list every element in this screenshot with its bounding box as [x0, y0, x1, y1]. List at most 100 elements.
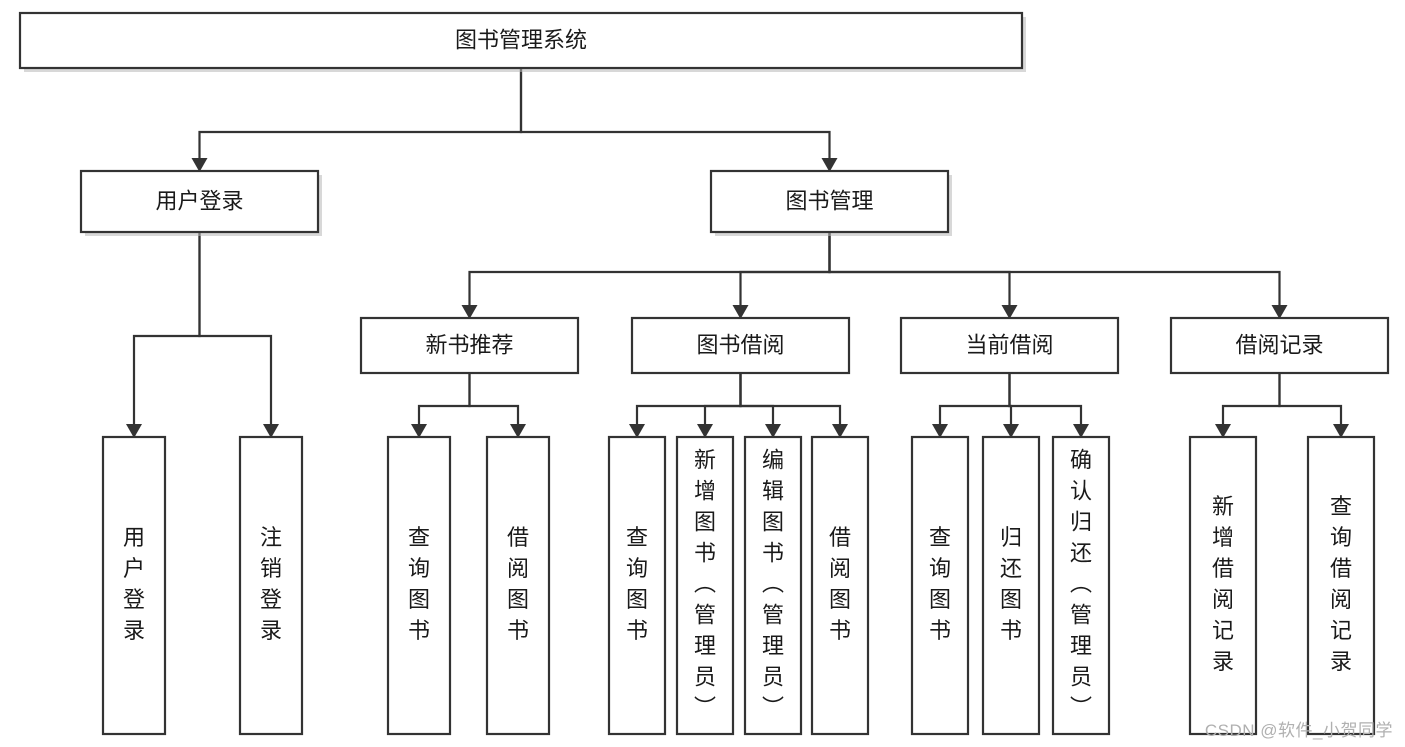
arrowhead-icon — [1073, 424, 1089, 438]
node-book-manage[interactable]: 图书管理 — [709, 169, 952, 236]
node-leaf-borrow-book-recommend[interactable]: 借阅图书 — [485, 435, 551, 736]
node-leaf-user-login[interactable]: 用户登录 — [101, 435, 167, 736]
connector-line — [739, 371, 842, 428]
node-root[interactable]: 图书管理系统 — [18, 11, 1026, 72]
node-leaf-borrow-book[interactable]: 借阅图书 — [810, 435, 870, 736]
connector-leaf-confirm-return-admin — [1008, 371, 1089, 438]
node-label: 注销登录 — [260, 525, 282, 643]
arrowhead-icon — [1333, 424, 1349, 438]
node-box[interactable] — [101, 435, 167, 736]
node-box[interactable] — [910, 435, 970, 736]
node-label: 借阅图书 — [507, 525, 529, 643]
node-box[interactable] — [359, 316, 580, 375]
node-box[interactable] — [743, 435, 803, 736]
node-label: 新增借阅记录 — [1212, 494, 1234, 674]
connector-leaf-query-borrow-record — [1278, 371, 1349, 438]
arrowhead-icon — [832, 424, 848, 438]
node-leaf-logout[interactable]: 注销登录 — [238, 435, 304, 736]
node-borrow-record[interactable]: 借阅记录 — [1169, 316, 1390, 375]
arrowhead-icon — [263, 424, 279, 438]
node-box[interactable] — [709, 169, 950, 234]
node-label: 图书管理系统 — [455, 27, 587, 52]
connector-line — [519, 66, 831, 162]
arrowhead-icon — [732, 305, 749, 319]
node-box[interactable] — [981, 435, 1041, 736]
node-current-borrow[interactable]: 当前借阅 — [899, 316, 1120, 375]
node-label: 归还图书 — [1000, 525, 1022, 643]
node-user-login[interactable]: 用户登录 — [79, 169, 322, 236]
node-book-borrow[interactable]: 图书借阅 — [630, 316, 851, 375]
connector-line — [198, 230, 273, 428]
node-leaf-query-borrow-record[interactable]: 查询借阅记录 — [1306, 435, 1376, 736]
node-label: 查询图书 — [626, 525, 648, 643]
arrowhead-icon — [1003, 424, 1019, 438]
node-box[interactable] — [1188, 435, 1258, 736]
node-label: 查询借阅记录 — [1330, 494, 1352, 674]
connector-line — [1278, 371, 1343, 428]
connector-borrow-record — [828, 230, 1288, 319]
node-label: 当前借阅 — [965, 332, 1053, 357]
node-label: 借阅图书 — [829, 525, 851, 643]
node-label: 查询图书 — [929, 525, 951, 643]
connector-line — [198, 66, 523, 162]
node-box[interactable] — [18, 11, 1024, 70]
connector-book-borrow — [732, 230, 831, 319]
nodes-layer: 图书管理系统用户登录图书管理新书推荐图书借阅当前借阅借阅记录用户登录注销登录查询… — [18, 11, 1390, 736]
connector-line — [703, 371, 742, 428]
node-box[interactable] — [79, 169, 320, 234]
arrowhead-icon — [126, 424, 142, 438]
node-box[interactable] — [1169, 316, 1390, 375]
connector-line — [468, 230, 831, 309]
connector-line — [468, 371, 520, 428]
arrowhead-icon — [1271, 305, 1288, 319]
node-box[interactable] — [238, 435, 304, 736]
arrowhead-icon — [411, 424, 427, 438]
arrowhead-icon — [191, 158, 208, 172]
connector-line — [828, 230, 1011, 309]
node-box[interactable] — [675, 435, 735, 736]
node-box[interactable] — [485, 435, 551, 736]
node-box[interactable] — [607, 435, 667, 736]
node-new-book-recommend[interactable]: 新书推荐 — [359, 316, 580, 375]
node-label: 确认归还（管理员） — [1070, 448, 1092, 721]
node-label: 图书管理 — [785, 188, 873, 213]
connector-line — [1221, 371, 1281, 428]
node-box[interactable] — [386, 435, 452, 736]
node-leaf-query-book-borrow[interactable]: 查询图书 — [607, 435, 667, 736]
node-label: 图书借阅 — [696, 332, 784, 357]
connector-line — [739, 230, 831, 309]
arrowhead-icon — [932, 424, 948, 438]
connector-leaf-query-book-current — [932, 371, 1011, 438]
node-box[interactable] — [1306, 435, 1376, 736]
arrowhead-icon — [765, 424, 781, 438]
node-box[interactable] — [899, 316, 1120, 375]
connector-user-login — [191, 66, 523, 172]
connector-leaf-borrow-book — [739, 371, 848, 438]
node-leaf-confirm-return-admin[interactable]: 确认归还（管理员） — [1051, 435, 1111, 736]
node-leaf-query-book-recommend[interactable]: 查询图书 — [386, 435, 452, 736]
node-label: 查询图书 — [408, 525, 430, 643]
node-leaf-return-book[interactable]: 归还图书 — [981, 435, 1041, 736]
node-leaf-edit-book-admin[interactable]: 编辑图书（管理员） — [743, 435, 803, 736]
arrowhead-icon — [510, 424, 526, 438]
node-leaf-add-borrow-record[interactable]: 新增借阅记录 — [1188, 435, 1258, 736]
arrowhead-icon — [629, 424, 645, 438]
connector-line — [635, 371, 742, 428]
arrowhead-icon — [461, 305, 478, 319]
node-leaf-add-book-admin[interactable]: 新增图书（管理员） — [675, 435, 735, 736]
connector-line — [938, 371, 1011, 428]
connector-new-book-recommend — [461, 230, 831, 319]
connector-leaf-query-book-recommend — [411, 371, 471, 438]
node-label: 新书推荐 — [425, 332, 513, 357]
connector-current-borrow — [828, 230, 1018, 319]
node-leaf-query-book-current[interactable]: 查询图书 — [910, 435, 970, 736]
connector-line — [132, 230, 201, 428]
node-box[interactable] — [1051, 435, 1111, 736]
node-label: 新增图书（管理员） — [694, 448, 716, 721]
arrowhead-icon — [697, 424, 713, 438]
arrowhead-icon — [821, 158, 838, 172]
arrowhead-icon — [1001, 305, 1018, 319]
node-box[interactable] — [810, 435, 870, 736]
node-box[interactable] — [630, 316, 851, 375]
